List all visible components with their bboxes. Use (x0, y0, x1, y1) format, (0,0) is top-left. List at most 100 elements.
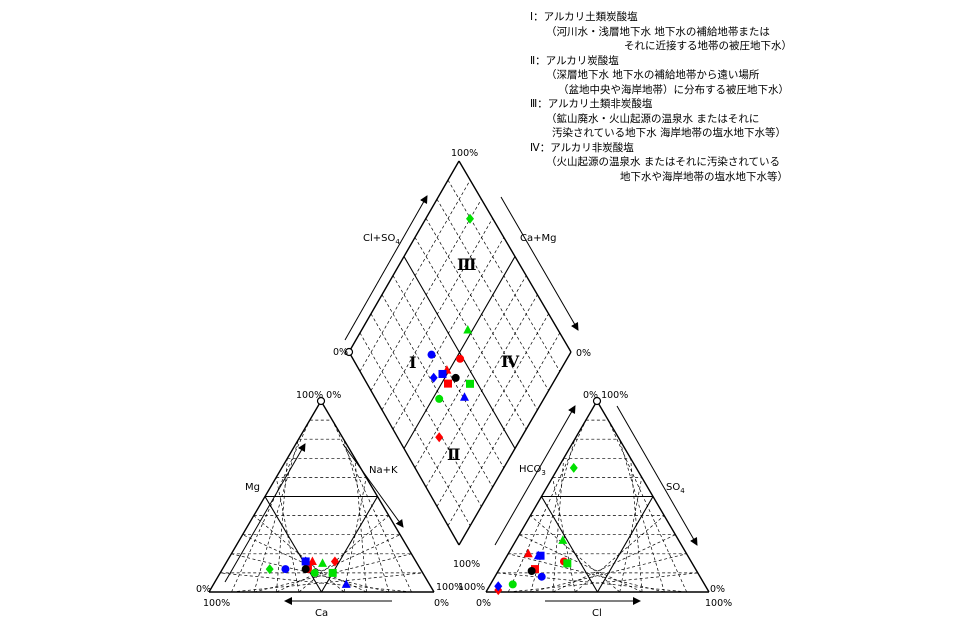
diamond-sample-point-5 (438, 369, 447, 378)
label-hco3-text: HCO (519, 464, 542, 475)
diamond-gridline (436, 199, 549, 391)
legend-desc-2a: （深層地下水 地下水の補給地帯から遠い場所 (546, 69, 760, 81)
cation-triangle-gridline (343, 439, 390, 593)
anion-triangle-gridline (619, 439, 665, 593)
diamond-sample-point-3 (435, 432, 444, 443)
zone-label-1: Ⅰ (409, 353, 416, 372)
label-so4: SO4 (666, 482, 685, 495)
diamond-sample-point-2 (456, 354, 465, 363)
arrow-hco3 (494, 405, 576, 546)
cation-triangle-edge (320, 400, 435, 593)
cation-triangle-gridline (264, 496, 322, 593)
diamond-gridline (447, 332, 561, 526)
anion-sample-point-8 (569, 462, 578, 473)
arrow-mg (224, 443, 306, 583)
diamond-top-percent: 100% (451, 148, 478, 159)
cation-br-0: 0% (434, 598, 449, 609)
anion-sample-point-7 (494, 581, 503, 592)
anion-top-percent: 0% 100% (583, 390, 628, 401)
cation-triangle-gridline (354, 458, 367, 593)
label-hco3: HCO3 (519, 464, 546, 477)
diamond-edge (348, 351, 460, 546)
apex-marker-anion (592, 396, 602, 406)
cation-sample-point-6 (341, 579, 351, 588)
legend-desc-1a: （河川水・浅層地下水 地下水の補給地帯または (546, 25, 770, 38)
label-cl-so4-text: Cl+SO (363, 233, 395, 244)
diamond-edge (348, 160, 460, 353)
legend-group-2: Ⅱ：アルカリ炭酸塩 （深層地下水 地下水の補給地帯から遠い場所 （盆地中央や海岸… (530, 54, 830, 98)
diamond-sample-point-11 (463, 325, 473, 334)
label-ca-mg: Ca+Mg (520, 233, 556, 244)
cation-triangle-gridline (343, 477, 367, 593)
label-mg: Mg (245, 482, 260, 493)
axis-arrows (224, 195, 698, 605)
legend-desc-3a: （鉱山廃水・火山起源の温泉水 またはそれに (546, 112, 760, 125)
cation-br-100: 100% (436, 582, 463, 593)
anion-sample-point-10 (508, 580, 517, 589)
label-ca: Ca (315, 608, 328, 619)
legend-title-4: Ⅳ：アルカリ非炭酸塩 (530, 141, 634, 154)
label-na-k: Na+K (369, 465, 398, 476)
cation-sample-point-3 (330, 556, 339, 567)
legend-desc-4b: 地下水や海岸地帯の塩水地下水等） (620, 170, 788, 183)
label-cl: Cl (592, 608, 602, 619)
label-cl-so4: Cl+SO4 (363, 233, 400, 246)
anion-triangle-gridline (630, 458, 643, 593)
anion-triangle-gridline (619, 477, 643, 593)
anion-sample-point-0 (523, 548, 533, 558)
arrow-ca-mg (500, 196, 579, 331)
cation-sample-point-7 (301, 556, 310, 567)
anion-triangle-gridline (607, 419, 688, 593)
legend-panel: Ⅰ：アルカリ土類炭酸塩 （河川水・浅層地下水 地下水の補給地帯または それに近接… (530, 10, 830, 184)
anion-br-100: 100% (705, 598, 732, 609)
cation-triangle-edge (208, 400, 322, 593)
arrow-na-k (342, 443, 404, 528)
anion-sample-point-11 (558, 535, 568, 544)
cation-triangle-gridline (275, 477, 300, 593)
legend-desc-1b: それに近接する地帯の被圧地下水） (624, 40, 792, 52)
anion-triangle-edge (596, 400, 710, 593)
anion-triangle-edge (485, 400, 598, 593)
diamond-gridline (436, 313, 549, 507)
diamond-sample-point-8 (466, 213, 474, 224)
legend-group-3: Ⅲ：アルカリ土類非炭酸塩 （鉱山廃水・火山起源の温泉水 またはそれに 汚染されて… (530, 97, 830, 141)
diamond-sample-point-7 (429, 372, 438, 383)
diamond-sample-point-9 (466, 379, 474, 388)
diamond-sample-point-10 (435, 394, 444, 403)
diamond-gridline (425, 294, 538, 488)
legend-title-3: Ⅲ：アルカリ土類非炭酸塩 (530, 98, 653, 110)
anion-br-0: 0% (710, 584, 725, 595)
anion-triangle-gridline (552, 477, 576, 593)
diamond-bottom-percent: 100% (453, 559, 480, 570)
cation-sample-point-11 (318, 558, 328, 567)
label-so4-sub: 4 (680, 487, 685, 495)
anion-triangle-gridline (508, 553, 665, 593)
cation-top-percent: 100% 0% (296, 390, 341, 401)
diamond-gridline (414, 275, 527, 468)
label-so4-text: SO (666, 482, 680, 493)
anion-bl-100: 100% (458, 582, 485, 593)
anion-sample-point-12 (527, 566, 536, 575)
arrow-cl-so4 (344, 195, 428, 341)
cation-triangle-gridline (253, 553, 412, 593)
diamond-sample-point-1 (444, 379, 452, 388)
diamond-left-percent: 0% (333, 347, 348, 358)
diamond-right-percent: 0% (576, 348, 591, 359)
cation-sample-point-9 (328, 568, 337, 577)
cation-sample-point-8 (265, 564, 274, 575)
anion-sample-point-9 (563, 559, 572, 568)
cation-sample-point-10 (310, 568, 319, 577)
legend-group-1: Ⅰ：アルカリ土類炭酸塩 （河川水・浅層地下水 地下水の補給地帯または それに近接… (530, 10, 830, 54)
anion-bl-0: 0% (476, 598, 491, 609)
grid-layer (208, 160, 710, 593)
label-cl-so4-sub: 4 (395, 238, 400, 246)
diamond-gridline (403, 256, 516, 449)
diamond-edge (458, 160, 572, 353)
diamond-sample-point-6 (460, 392, 469, 401)
legend-title-2: Ⅱ：アルカリ炭酸塩 (530, 54, 619, 67)
legend-desc-4a: （火山起源の温泉水 またはそれに汚染されている (546, 156, 781, 168)
cation-sample-point-12 (301, 565, 310, 574)
diamond-edge (458, 351, 572, 546)
axis-labels: 100% 0% 0% 100% Cl+SO4 Ca+Mg Ⅰ Ⅱ Ⅲ Ⅳ 100… (196, 148, 732, 619)
